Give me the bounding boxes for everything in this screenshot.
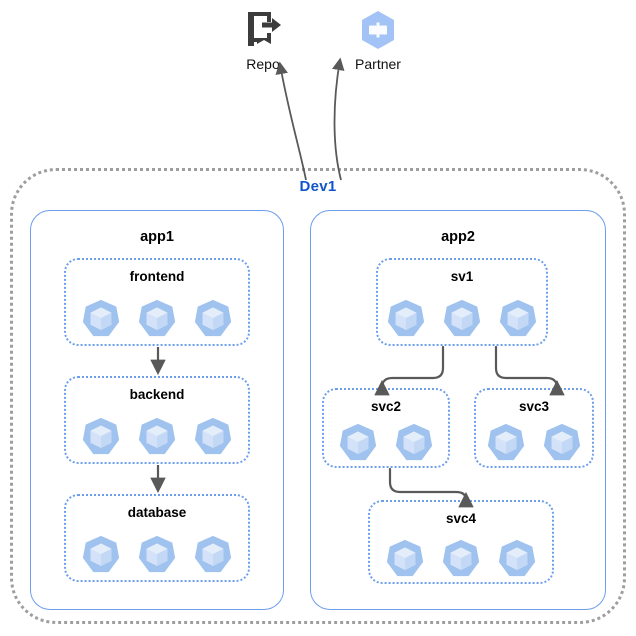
partner-interconnect-hexagon-icon [362, 11, 394, 49]
service-label-frontend: frontend [129, 269, 185, 284]
service-label-svc4: svc4 [445, 511, 477, 526]
dev1-container[interactable] [10, 168, 626, 624]
service-box-backend[interactable]: backend [64, 376, 250, 464]
pod-icon[interactable] [136, 298, 178, 340]
service-label-database: database [127, 505, 187, 520]
pod-icon[interactable] [496, 538, 538, 580]
edge-dev1-to-partner [332, 57, 345, 181]
external-node-partner-label: Partner [355, 56, 401, 72]
service-box-sv1[interactable]: sv1 [376, 258, 548, 346]
pod-row-backend [66, 416, 248, 458]
pod-icon[interactable] [441, 298, 483, 340]
service-box-svc4[interactable]: svc4 [368, 500, 554, 584]
external-node-repo-label: Repo [246, 56, 280, 72]
dev1-container-label: Dev1 [299, 178, 337, 195]
pod-icon[interactable] [192, 298, 234, 340]
pod-icon[interactable] [384, 538, 426, 580]
service-label-svc2: svc2 [370, 399, 402, 414]
pod-row-frontend [66, 298, 248, 340]
pod-row-database [66, 534, 248, 576]
pod-icon[interactable] [136, 534, 178, 576]
pod-icon[interactable] [393, 422, 435, 464]
service-box-svc3[interactable]: svc3 [474, 388, 594, 468]
service-label-svc3: svc3 [518, 399, 550, 414]
pod-row-svc3 [476, 422, 592, 464]
pod-icon[interactable] [80, 298, 122, 340]
pod-icon[interactable] [337, 422, 379, 464]
pod-row-svc4 [370, 538, 552, 580]
pod-icon[interactable] [192, 534, 234, 576]
service-label-backend: backend [129, 387, 185, 402]
edge-dev1-to-repo [275, 61, 307, 181]
pod-icon[interactable] [385, 298, 427, 340]
app-box-app1[interactable]: app1 [30, 210, 284, 610]
pod-icon[interactable] [80, 416, 122, 458]
pod-icon[interactable] [485, 422, 527, 464]
pod-icon[interactable] [440, 538, 482, 580]
pod-icon[interactable] [80, 534, 122, 576]
pod-row-svc2 [324, 422, 448, 464]
external-node-partner[interactable]: Partner [323, 8, 433, 72]
service-box-svc2[interactable]: svc2 [322, 388, 450, 468]
app-title-app2: app2 [441, 229, 475, 245]
pod-icon[interactable] [136, 416, 178, 458]
service-box-frontend[interactable]: frontend [64, 258, 250, 346]
pod-icon[interactable] [541, 422, 583, 464]
app-title-app1: app1 [140, 229, 174, 245]
app-box-app2[interactable]: app2 [310, 210, 606, 610]
pod-row-sv1 [378, 298, 546, 340]
repo-export-icon [248, 12, 281, 46]
pod-icon[interactable] [497, 298, 539, 340]
service-label-sv1: sv1 [450, 269, 474, 284]
service-box-database[interactable]: database [64, 494, 250, 582]
pod-icon[interactable] [192, 416, 234, 458]
external-node-repo[interactable]: Repo [208, 8, 318, 72]
